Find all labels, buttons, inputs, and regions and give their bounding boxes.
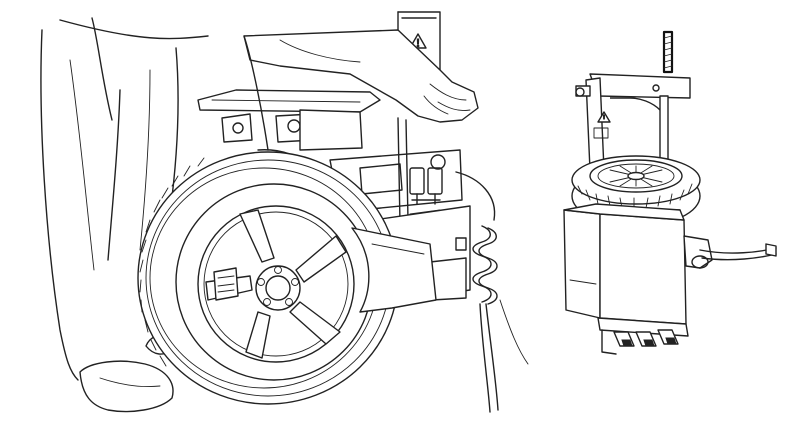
- operator-legs: [40, 17, 209, 413]
- foot-pedals: [613, 329, 679, 347]
- right-scene: [563, 30, 777, 355]
- tool-column: [575, 30, 691, 171]
- air-regulator: [409, 154, 446, 205]
- left-scene: [40, 11, 529, 413]
- shoe: [79, 360, 174, 413]
- coiled-air-hose: [455, 171, 529, 413]
- bead-breaker-arm: [351, 227, 437, 313]
- wheel-hub: [255, 265, 301, 311]
- wheel-left: [137, 151, 399, 405]
